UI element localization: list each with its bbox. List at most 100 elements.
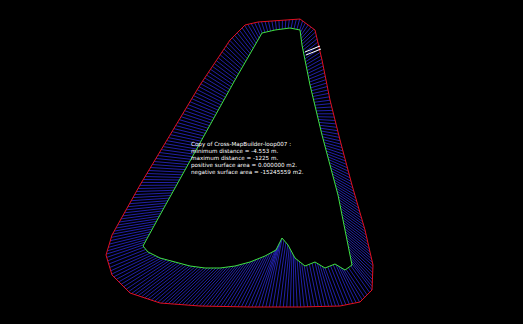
- hatch-line: [192, 99, 218, 111]
- hatch-line: [308, 69, 324, 76]
- info-text: negative surface area = -15245559 m2.: [191, 169, 303, 176]
- hatch-line: [217, 263, 248, 307]
- hatch-line: [218, 58, 238, 74]
- hatch-line: [317, 263, 328, 306]
- hatch-line: [151, 168, 186, 170]
- hatch-line: [130, 201, 169, 204]
- hatch-line: [275, 21, 276, 30]
- hatch-line: [116, 257, 158, 279]
- hatch-line: [325, 145, 343, 151]
- marker-line: [306, 49, 321, 55]
- hatch-line: [312, 90, 328, 94]
- hatch-line: [131, 198, 169, 201]
- hatch-line: [135, 193, 173, 195]
- hatch-line: [331, 168, 350, 178]
- hatch-line: [240, 30, 254, 48]
- hatch-line: [211, 69, 233, 84]
- info-text: minimum distance = -4.553 m.: [191, 148, 303, 155]
- hatch-line: [331, 266, 346, 305]
- hatch-line: [315, 104, 331, 106]
- hatch-line: [199, 87, 224, 100]
- hatch-line: [216, 61, 237, 77]
- hatch-line: [340, 206, 362, 222]
- hatch-line: [163, 147, 195, 152]
- hatch-line: [268, 21, 270, 31]
- hatch-line: [152, 165, 186, 168]
- distance-hatch: [106, 19, 373, 307]
- hatch-line: [228, 43, 246, 61]
- hatch-line: [235, 35, 251, 53]
- hatch-line: [262, 22, 265, 33]
- hatch-line: [265, 22, 268, 32]
- hatch-line: [207, 265, 240, 306]
- hatch-line: [301, 25, 308, 36]
- hatch-line: [221, 262, 251, 307]
- hatch-line: [323, 140, 341, 145]
- hatch-line: [317, 113, 334, 114]
- hatch-line: [318, 120, 335, 121]
- hatch-line: [133, 196, 171, 198]
- hatch-line: [135, 263, 178, 295]
- hatch-line: [308, 66, 324, 73]
- info-text: Copy of Cross-MapBuilder-loop007 :: [191, 141, 303, 148]
- hatch-line: [313, 93, 329, 96]
- hatch-line: [297, 19, 300, 29]
- hatch-line: [140, 185, 177, 186]
- hatch-line: [302, 263, 308, 306]
- hatch-line: [287, 250, 291, 307]
- hatch-line: [230, 40, 248, 58]
- hatch-line: [349, 249, 373, 273]
- hatch-line: [121, 214, 161, 219]
- hatch-line: [336, 265, 353, 304]
- hatch-line: [200, 266, 234, 306]
- hatch-line: [145, 176, 181, 178]
- hatch-line: [323, 267, 336, 307]
- hatch-line: [294, 19, 296, 29]
- hatch-line: [320, 265, 332, 306]
- hatch-line: [351, 266, 370, 293]
- hatch-line: [297, 260, 301, 307]
- hatch-line: [149, 171, 184, 173]
- hatch-line: [320, 125, 337, 127]
- hatch-line: [307, 59, 322, 67]
- info-block: Copy of Cross-MapBuilder-loop007 :minimu…: [191, 141, 303, 176]
- hatch-line: [314, 97, 330, 100]
- hatch-line: [295, 258, 297, 307]
- hatch-line: [285, 20, 287, 29]
- info-text: maximum distance = -1225 m.: [191, 155, 303, 162]
- offset-contour: [106, 19, 373, 307]
- hatch-line: [119, 216, 159, 222]
- hatch-line: [197, 90, 222, 103]
- hatch-line: [307, 63, 322, 71]
- hatch-line: [205, 78, 229, 92]
- hatch-line: [300, 23, 305, 33]
- hatch-line: [314, 100, 330, 102]
- hatch-line: [209, 72, 232, 87]
- info-text: positive surface area = 0.000000 m2.: [191, 162, 303, 169]
- hatch-line: [351, 261, 372, 287]
- hatch-line: [272, 21, 274, 30]
- hatch-line: [119, 258, 161, 282]
- hatch-line: [203, 266, 237, 307]
- hatch-line: [174, 129, 204, 136]
- hatch-line: [309, 76, 325, 82]
- hatch-line: [158, 267, 198, 302]
- hatch-line: [321, 131, 338, 134]
- hatch-line: [309, 73, 325, 79]
- hatch-line: [278, 21, 280, 30]
- hatch-line: [207, 75, 230, 89]
- hatch-line: [155, 267, 196, 302]
- hatch-line: [290, 253, 292, 307]
- marker-line: [305, 46, 320, 52]
- hatch-line: [319, 122, 336, 124]
- hatch-line: [142, 182, 179, 183]
- hatch-line: [316, 110, 332, 112]
- hatch-line: [318, 116, 335, 117]
- hatch-line: [195, 93, 221, 105]
- hatch-line: [194, 96, 220, 108]
- hatch-line: [154, 162, 188, 165]
- hatch-line: [107, 240, 146, 251]
- hatch-line: [237, 33, 252, 51]
- hatch-line: [201, 84, 226, 97]
